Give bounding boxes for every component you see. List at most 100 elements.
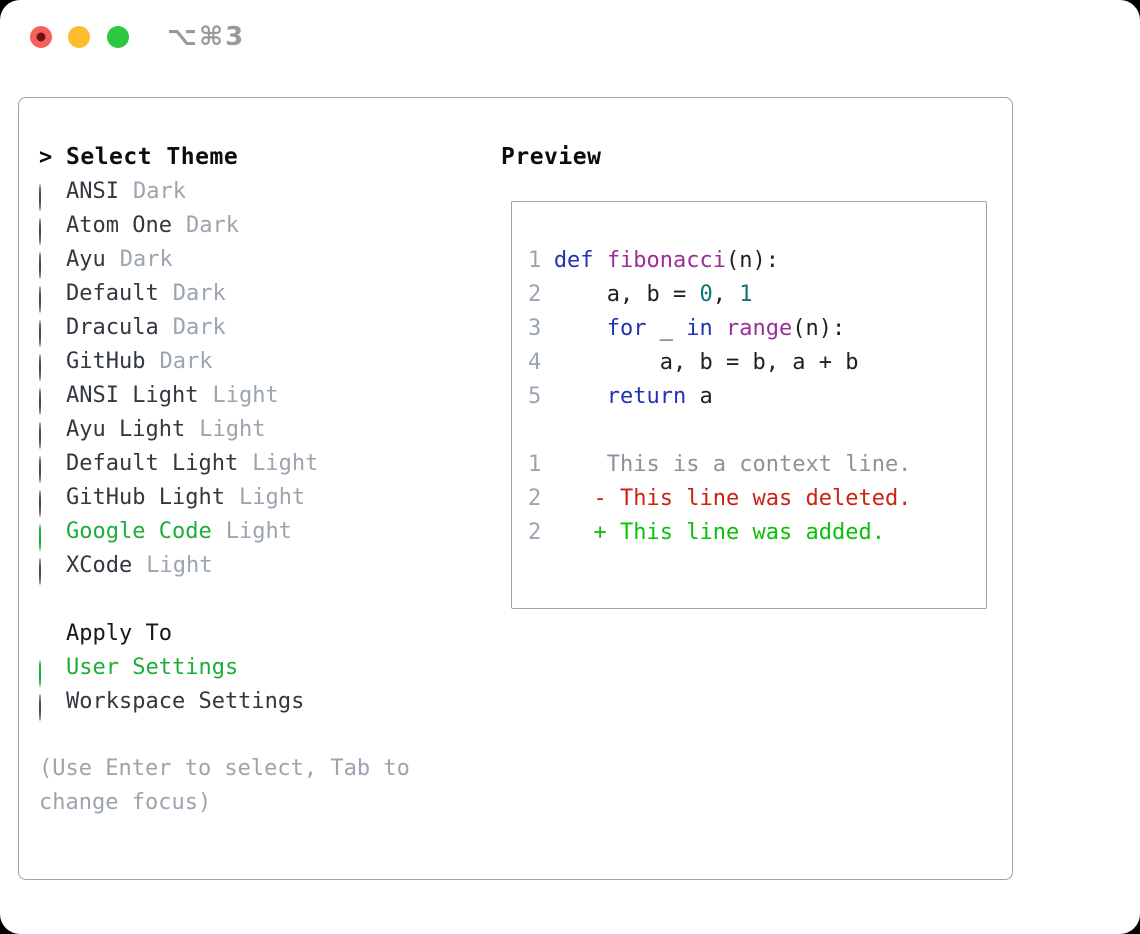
theme-name: Ayu bbox=[66, 246, 106, 272]
code-text: - This line was deleted. bbox=[554, 482, 912, 516]
radio-unselected-icon bbox=[39, 183, 41, 211]
icon-slot bbox=[39, 421, 52, 449]
line-number: 2 bbox=[528, 486, 542, 511]
radio-unselected-icon bbox=[39, 421, 41, 449]
theme-variant: Dark bbox=[132, 178, 186, 204]
theme-item[interactable]: GitHub Dark bbox=[39, 344, 479, 381]
theme-variant: Light bbox=[238, 484, 306, 510]
theme-variant: Dark bbox=[172, 314, 226, 340]
code-token: return bbox=[606, 384, 687, 409]
line-number: 1 bbox=[528, 248, 542, 273]
apply-option[interactable]: Workspace Settings bbox=[39, 684, 479, 721]
theme-name: Dracula bbox=[66, 314, 159, 340]
preview-title: Preview bbox=[501, 144, 602, 170]
icon-slot bbox=[39, 489, 52, 517]
spacer bbox=[39, 718, 479, 752]
radio-unselected-icon bbox=[39, 353, 41, 381]
zoom-button[interactable] bbox=[107, 26, 129, 48]
radio-unselected-icon bbox=[39, 387, 41, 415]
apply-option-label: Workspace Settings bbox=[66, 688, 305, 714]
code-token: This is a context line. bbox=[553, 452, 912, 477]
line-number: 3 bbox=[528, 316, 542, 341]
code-token: a, b = b, a + b bbox=[553, 350, 859, 375]
code-line: 2 - This line was deleted. bbox=[528, 482, 986, 516]
code-text: This is a context line. bbox=[554, 448, 912, 482]
code-text: a, b = b, a + b bbox=[554, 346, 859, 380]
minimize-button[interactable] bbox=[68, 26, 90, 48]
radio-unselected-icon bbox=[39, 489, 41, 517]
apply-option[interactable]: User Settings bbox=[39, 650, 479, 687]
titlebar: ⌥⌘3 bbox=[0, 0, 1140, 76]
close-dot-icon bbox=[36, 32, 46, 42]
code-token: def bbox=[553, 248, 594, 273]
theme-name: Google Code bbox=[66, 518, 212, 544]
code-token: 1 bbox=[739, 282, 753, 307]
line-number: 5 bbox=[528, 384, 542, 409]
line-number bbox=[528, 414, 541, 448]
radio-unselected-icon bbox=[39, 285, 41, 313]
theme-item[interactable]: Dracula Dark bbox=[39, 310, 479, 347]
code-line: 5 return a bbox=[528, 380, 986, 414]
code-token: _ bbox=[646, 316, 687, 341]
code-line bbox=[528, 414, 986, 448]
code-line: 2 a, b = 0, 1 bbox=[528, 278, 986, 312]
code-token: a bbox=[686, 384, 713, 409]
theme-name: Default bbox=[66, 280, 159, 306]
radio-unselected-icon bbox=[39, 251, 41, 279]
theme-name: ANSI Light bbox=[66, 382, 199, 408]
theme-variant: Light bbox=[212, 382, 279, 408]
icon-slot bbox=[39, 659, 52, 687]
theme-item[interactable]: GitHub Light Light bbox=[39, 480, 479, 517]
apply-to-header: Apply To bbox=[39, 616, 479, 650]
close-button[interactable] bbox=[30, 26, 52, 48]
icon-slot bbox=[39, 251, 52, 279]
code-token bbox=[713, 316, 726, 341]
icon-slot bbox=[39, 183, 52, 211]
icon-slot bbox=[39, 693, 52, 721]
code-line: 4 a, b = b, a + b bbox=[528, 346, 986, 380]
line-number: 4 bbox=[528, 350, 542, 375]
theme-name: XCode bbox=[66, 552, 133, 578]
icon-slot bbox=[39, 319, 52, 347]
theme-name: GitHub bbox=[66, 348, 146, 374]
icon-slot bbox=[39, 455, 52, 483]
apply-to-title: Apply To bbox=[66, 620, 172, 646]
code-token bbox=[594, 248, 607, 273]
theme-name: GitHub Light bbox=[66, 484, 225, 510]
code-token bbox=[554, 316, 607, 341]
icon-slot bbox=[39, 217, 52, 245]
theme-item[interactable]: ANSI Light Light bbox=[39, 378, 479, 415]
theme-variant: Dark bbox=[159, 348, 213, 374]
code-token: in bbox=[686, 316, 713, 341]
theme-variant: Light bbox=[225, 518, 292, 544]
radio-unselected-icon bbox=[39, 693, 41, 721]
code-token bbox=[554, 384, 607, 409]
code-text: a, b = 0, 1 bbox=[554, 278, 753, 312]
icon-slot bbox=[39, 523, 52, 551]
icon-slot bbox=[39, 353, 52, 381]
code-token: - This line was deleted. bbox=[553, 486, 912, 511]
theme-name: Default Light bbox=[66, 450, 239, 476]
code-token: (n): bbox=[792, 316, 846, 341]
picker-title: Select Theme bbox=[66, 144, 239, 170]
code-text: for _ in range(n): bbox=[554, 312, 845, 346]
spacer bbox=[39, 582, 479, 616]
apply-option-label: User Settings bbox=[66, 654, 239, 680]
theme-item[interactable]: Google Code Light bbox=[39, 514, 479, 551]
icon-slot bbox=[39, 285, 52, 313]
select-theme-header: > Select Theme bbox=[39, 140, 479, 174]
line-number: 2 bbox=[528, 282, 542, 307]
radio-selected-icon bbox=[39, 523, 41, 551]
line-number: 1 bbox=[528, 452, 542, 477]
